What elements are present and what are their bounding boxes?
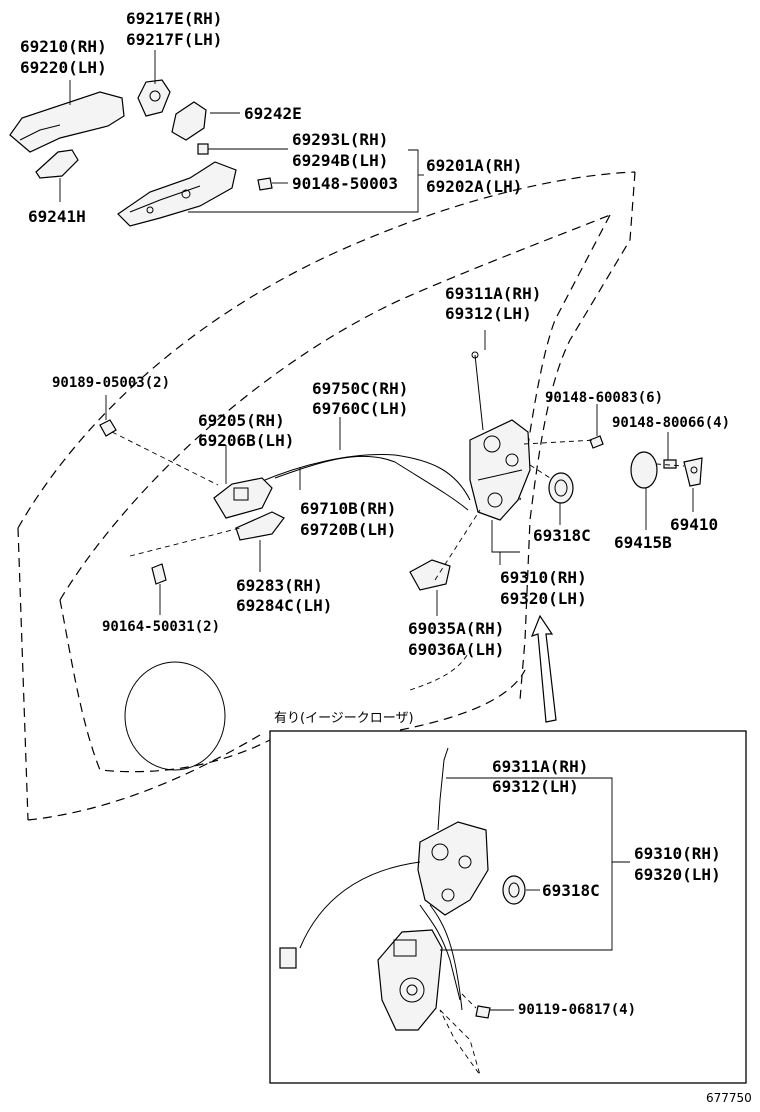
label-69320: 69320(LH) (500, 589, 587, 608)
small-clip (197, 143, 209, 155)
outside-handle (9, 91, 125, 153)
outside-handle-group (9, 79, 273, 227)
label-69318c-inset: 69318C (542, 881, 600, 900)
label-90148-50003: 90148-50003 (292, 174, 398, 193)
speaker-opening (124, 661, 226, 771)
label-69415b: 69415B (614, 533, 672, 552)
screw (589, 435, 604, 449)
label-69311a: 69311A(RH) (445, 284, 541, 303)
inside-handle (213, 477, 273, 519)
label-69242e: 69242E (244, 104, 302, 123)
door-lock (417, 821, 489, 916)
label-69750c: 69750C(RH) (312, 379, 408, 398)
label-69293l: 69293L(RH) (292, 130, 388, 149)
label-90148-60083: 90148-60083(6) (545, 390, 663, 406)
screw (99, 419, 117, 437)
lock-seal (502, 875, 526, 905)
arrow-up-icon (530, 614, 557, 723)
lock-rod (474, 354, 484, 431)
door-striker (683, 457, 703, 487)
inside-handle-bezel (235, 511, 285, 541)
label-69035a: 69035A(RH) (408, 619, 504, 638)
label-90148-80066: 90148-80066(4) (612, 415, 730, 431)
screw (663, 459, 677, 469)
closer-motor (377, 929, 443, 1031)
screw (151, 563, 167, 585)
label-69283: 69283(RH) (236, 576, 323, 595)
label-69205: 69205(RH) (198, 411, 285, 430)
label-69241h: 69241H (28, 207, 86, 226)
wire-connector (279, 947, 297, 969)
label-69217e: 69217E(RH) (126, 9, 222, 28)
label-69320-inset: 69320(LH) (634, 865, 721, 884)
label-69310-inset: 69310(RH) (634, 844, 721, 863)
screw (257, 177, 273, 191)
label-69760c: 69760C(LH) (312, 399, 408, 418)
striker-spacer (630, 451, 658, 489)
label-69210: 69210(RH) (20, 37, 107, 56)
label-69410: 69410 (670, 515, 718, 534)
label-69036a: 69036A(LH) (408, 640, 504, 659)
inset-note: 有り(イージークローザ) (274, 711, 414, 726)
label-69318c: 69318C (533, 526, 591, 545)
door-lock-group (469, 351, 703, 521)
label-69311a-inset: 69311A(RH) (492, 757, 588, 776)
label-69720b: 69720B(LH) (300, 520, 396, 539)
label-69310: 69310(RH) (500, 568, 587, 587)
door-lock (469, 419, 531, 521)
handle-cap (137, 79, 171, 117)
label-69312: 69312(LH) (445, 304, 532, 323)
screw (475, 1005, 491, 1019)
label-69294b: 69294B(LH) (292, 151, 388, 170)
handle-pad (35, 149, 79, 179)
label-69201a: 69201A(RH) (426, 156, 522, 175)
lock-cable (259, 454, 471, 501)
label-69217f: 69217F(LH) (126, 30, 222, 49)
part-labels: 69217E(RH) 69217F(LH) 69210(RH) 69220(LH… (20, 9, 752, 1105)
figure-number: 677750 (706, 1091, 752, 1105)
label-69710b: 69710B(RH) (300, 499, 396, 518)
lock-bracket (409, 559, 451, 591)
lock-seal (548, 472, 574, 504)
label-90164: 90164-50031(2) (102, 619, 220, 635)
inset-parts (279, 747, 526, 1031)
label-69312-inset: 69312(LH) (492, 777, 579, 796)
label-90119: 90119-06817(4) (518, 1002, 636, 1018)
easy-closer-inset (269, 730, 747, 1084)
label-69202a: 69202A(LH) (426, 177, 522, 196)
lock-rod (437, 747, 449, 831)
label-69206b: 69206B(LH) (198, 431, 294, 450)
label-69284c: 69284C(LH) (236, 596, 332, 615)
door-outline (17, 171, 636, 821)
key-cylinder-cover (171, 101, 207, 141)
label-90189: 90189-05003(2) (52, 375, 170, 391)
label-69220: 69220(LH) (20, 58, 107, 77)
